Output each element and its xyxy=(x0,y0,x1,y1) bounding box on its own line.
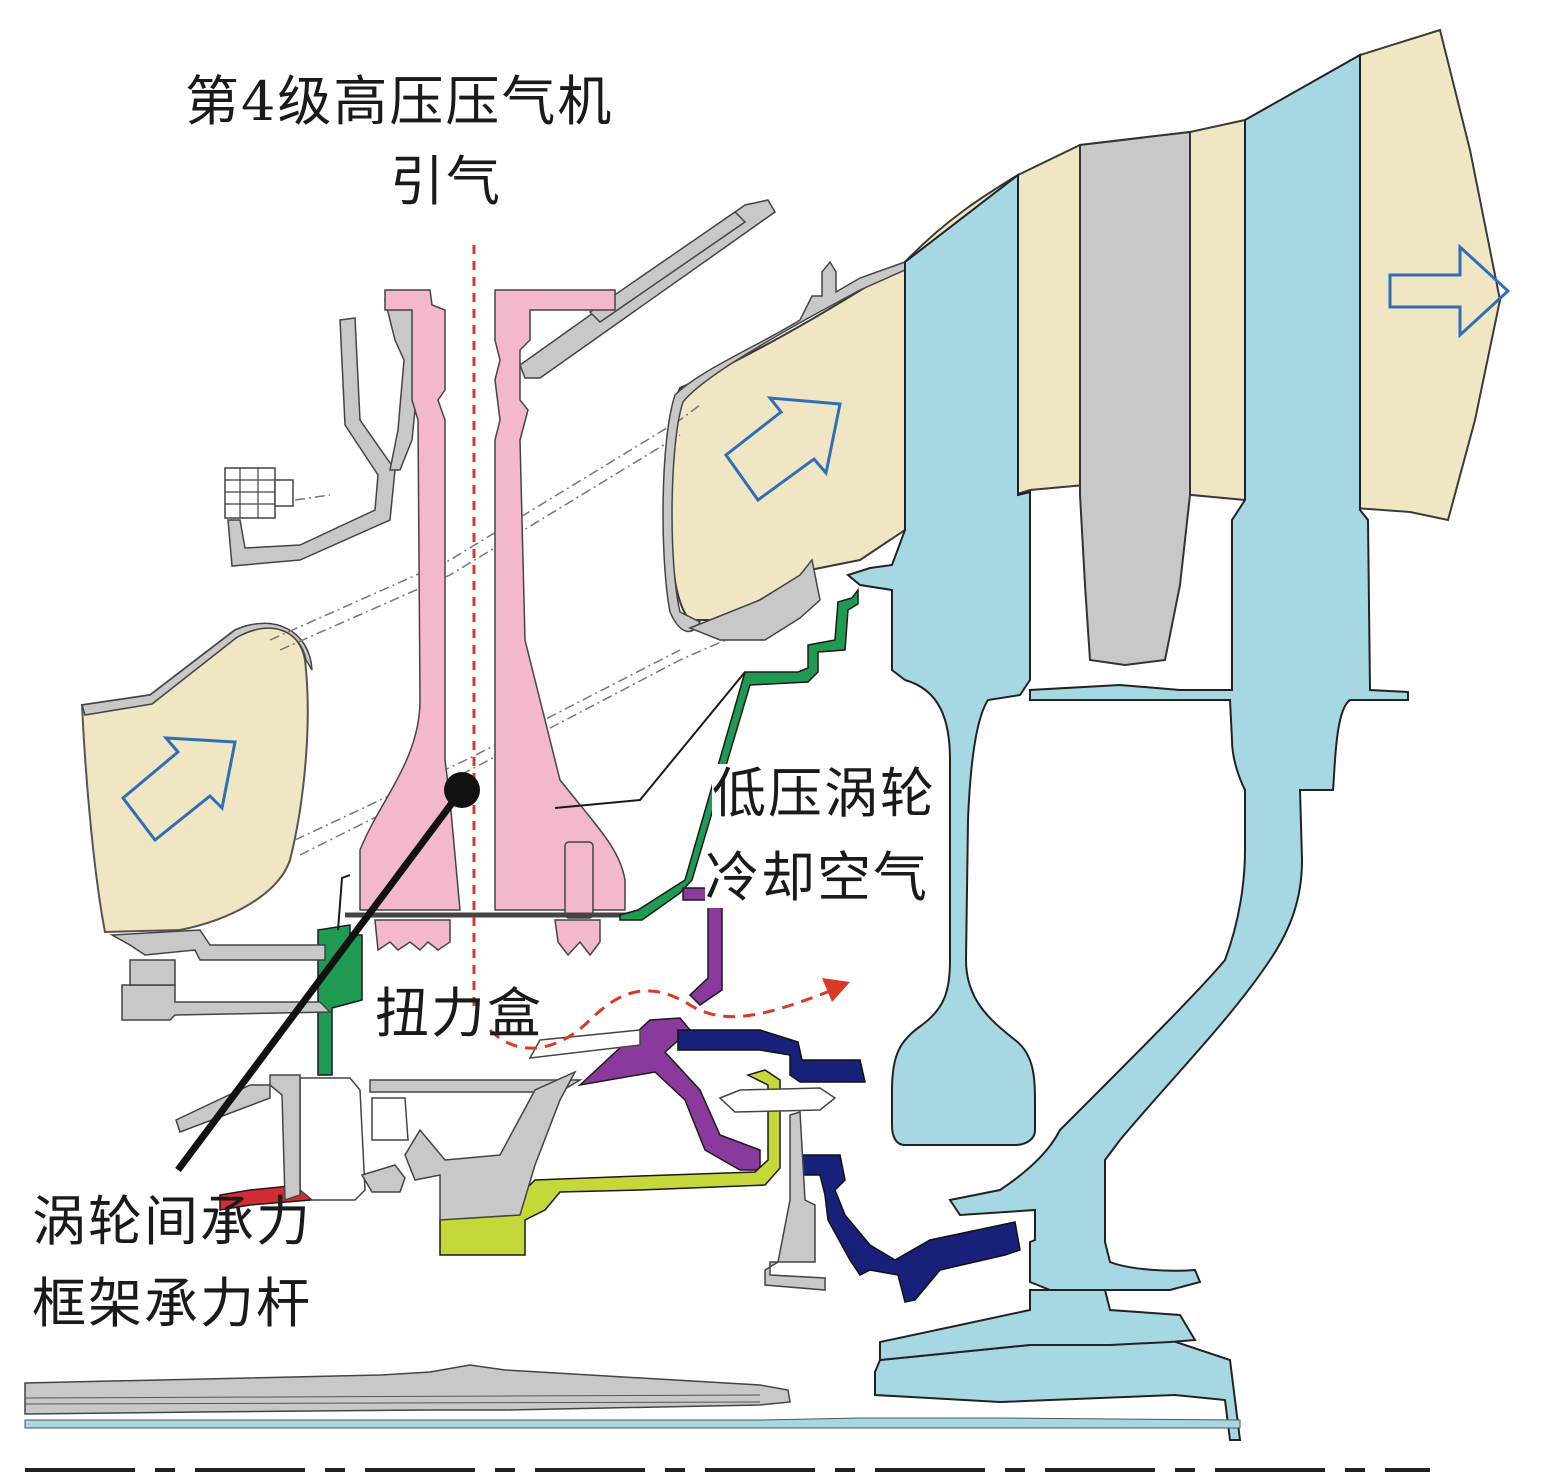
bleed-label-line2: 引气 xyxy=(390,150,502,213)
torque-box-foot-left xyxy=(374,919,451,952)
left-duct-casing xyxy=(81,622,313,716)
torque-box-right xyxy=(494,289,626,911)
strut-pointer-dot xyxy=(444,772,480,808)
turbine-shaft-hub xyxy=(879,1289,1197,1362)
flowpath-lower-lip xyxy=(687,558,821,641)
main-shaft xyxy=(24,1364,1241,1429)
torque-box-left xyxy=(359,289,461,911)
purple-support-arm xyxy=(577,1017,761,1171)
lpt-cooling-line xyxy=(337,671,746,931)
lpt-cooling-tube xyxy=(619,587,859,921)
torque-box-foot-right xyxy=(554,919,601,957)
flow-arrow-icon xyxy=(120,736,237,843)
navy-seal-lower xyxy=(797,1154,1021,1303)
flowpath-inlet-casing xyxy=(662,260,906,633)
navy-seal-upper xyxy=(677,1029,866,1083)
flow-arrow-icon xyxy=(1388,243,1511,339)
turbine-stator-vane xyxy=(1079,130,1191,667)
cooling-flow-arrowhead xyxy=(822,978,850,1002)
lpt-cooling-label-line1: 低压涡轮 xyxy=(712,762,936,825)
upper-casing-rail-2 xyxy=(588,211,747,323)
bleed-label-line1: 第4级高压压气机 xyxy=(185,70,614,133)
strut-label-line1: 涡轮间承力 xyxy=(32,1190,312,1253)
bolt-assembly xyxy=(224,467,294,519)
inner-gray-structure xyxy=(109,929,837,1291)
lpt-cooling-label-line2: 冷却空气 xyxy=(705,846,929,909)
strut-label-line2: 框架承力杆 xyxy=(32,1272,312,1335)
flow-arrow-icon xyxy=(723,396,842,503)
purple-bracket-upper xyxy=(682,887,723,1006)
strut-pointer-line xyxy=(175,792,461,1173)
torque-box-bolt xyxy=(564,841,594,919)
torque-box-label: 扭力盒 xyxy=(375,982,543,1045)
turbine-disk-1 xyxy=(845,172,1036,1146)
inner-casing-wall xyxy=(227,317,396,567)
